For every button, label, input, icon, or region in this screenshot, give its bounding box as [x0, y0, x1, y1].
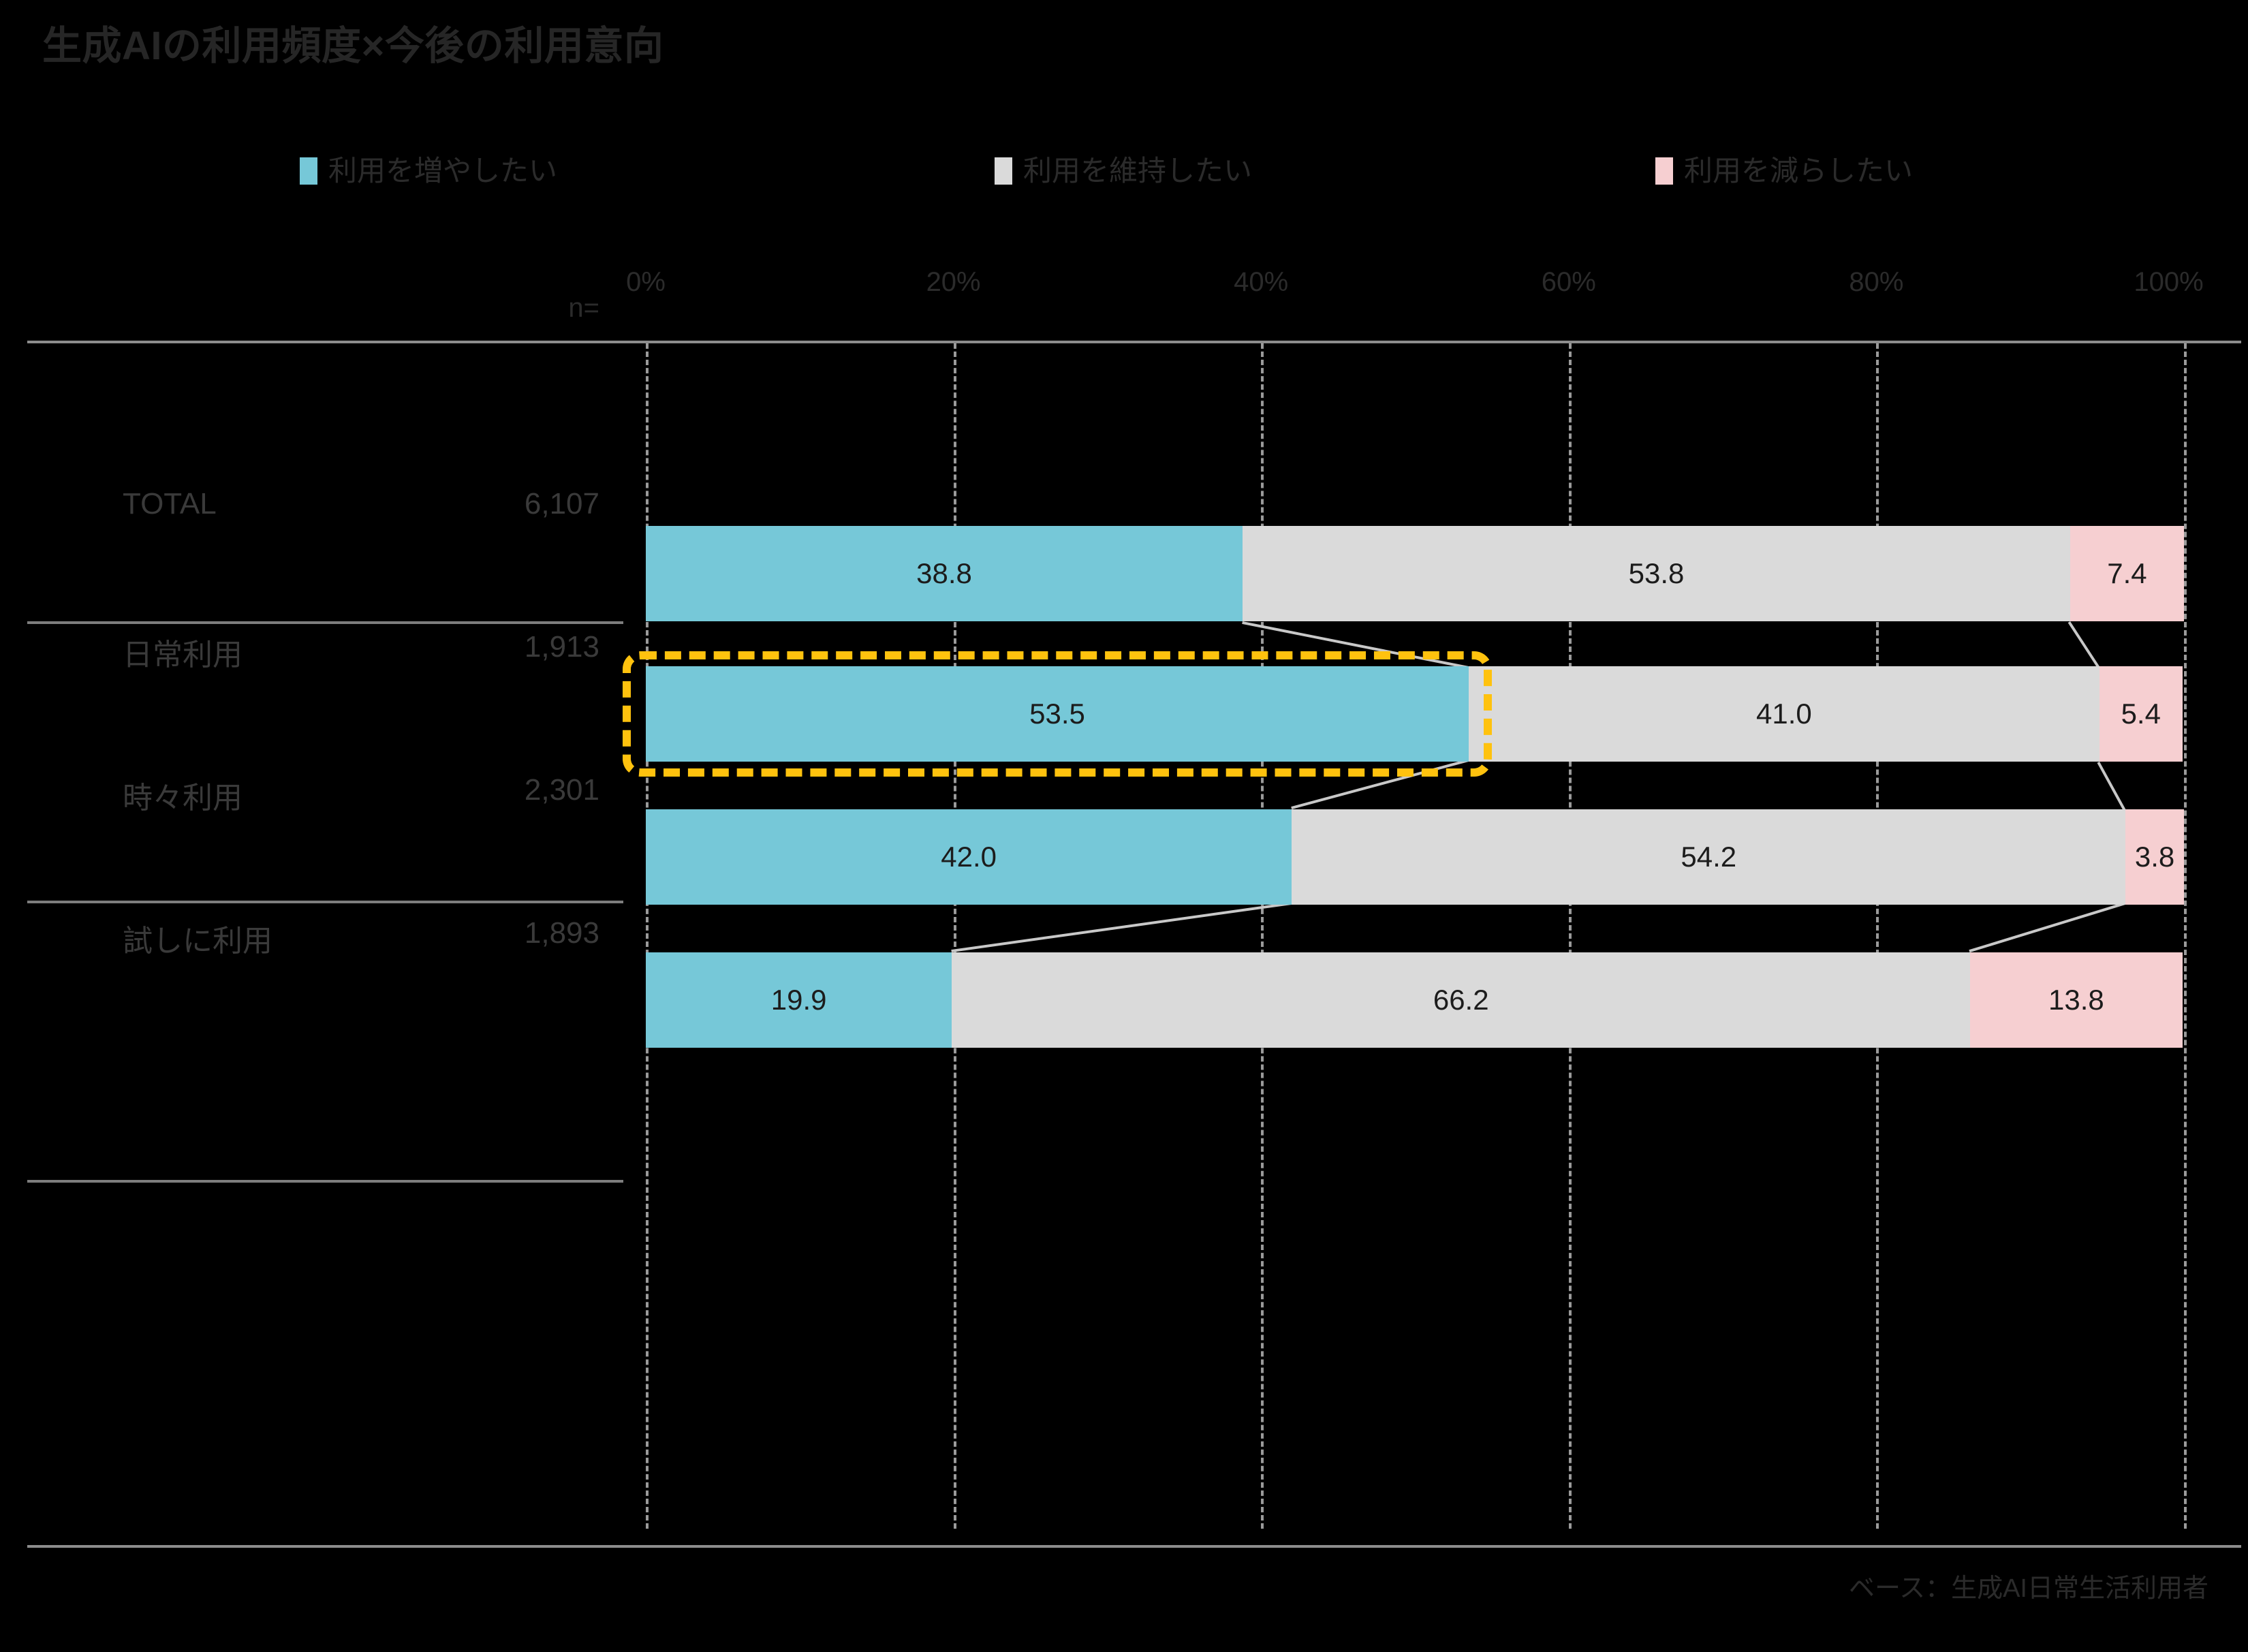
- legend-swatch-icon: [995, 157, 1012, 185]
- chart-title: 生成AIの利用頻度×今後の利用意向: [42, 24, 664, 68]
- gridline: [953, 343, 956, 1529]
- row-separator: [27, 621, 623, 624]
- row-label: 日常利用: [123, 638, 243, 672]
- footer-divider: [27, 1545, 2241, 1548]
- legend-item-3[interactable]: 利用を減らしたい: [1655, 157, 1913, 185]
- row-separator: [27, 901, 623, 903]
- gridline: [1261, 343, 1264, 1529]
- bar-segment[interactable]: 19.9: [646, 952, 952, 1048]
- row-sample-size: 1,913: [524, 630, 599, 664]
- bar-segment[interactable]: 53.5: [646, 666, 1469, 762]
- segment-connector-line: [951, 902, 1292, 952]
- legend-swatch-icon: [300, 157, 317, 185]
- row-label: 時々利用: [123, 781, 243, 815]
- x-axis-tick-20pct: 20%: [926, 267, 981, 297]
- x-axis-tick-100pct: 100%: [2134, 267, 2204, 297]
- bar-segment[interactable]: 66.2: [952, 952, 1971, 1048]
- gridline: [1876, 343, 1879, 1529]
- legend-swatch-icon: [1655, 157, 1673, 185]
- source-note: ベース：生成AI日常生活利用者: [1848, 1574, 2208, 1603]
- n-column-header: n=: [568, 293, 599, 323]
- gridline: [1568, 343, 1572, 1529]
- row-sample-size: 6,107: [524, 487, 599, 520]
- x-axis-tick-60pct: 60%: [1541, 267, 1596, 297]
- row-label: TOTAL: [123, 487, 217, 520]
- bar-segment[interactable]: 54.2: [1292, 809, 2126, 905]
- row-label: 試しに利用: [123, 924, 272, 958]
- segment-connector-line: [2097, 762, 2126, 811]
- x-axis-tick-40pct: 40%: [1234, 267, 1289, 297]
- row-separator: [27, 1180, 623, 1183]
- legend-label: 利用を増やしたい: [328, 155, 558, 187]
- row-sample-size: 2,301: [524, 773, 599, 807]
- bar-segment[interactable]: 38.8: [646, 526, 1243, 621]
- legend-label: 利用を維持したい: [1023, 155, 1253, 187]
- gridline: [2184, 343, 2187, 1529]
- gridline: [646, 343, 649, 1529]
- bar-segment[interactable]: 13.8: [1970, 952, 2183, 1048]
- legend-label: 利用を減らしたい: [1684, 155, 1914, 187]
- legend-item-1[interactable]: 利用を増やしたい: [300, 157, 557, 185]
- bar-segment[interactable]: 3.8: [2125, 809, 2184, 905]
- chart-legend: 利用を増やしたい 利用を維持したい 利用を減らしたい: [300, 157, 1989, 198]
- header-divider: [27, 341, 2241, 343]
- bar-segment[interactable]: 5.4: [2099, 666, 2183, 762]
- x-axis-tick-80pct: 80%: [1849, 267, 1904, 297]
- segment-connector-line: [2067, 621, 2099, 668]
- bar-segment[interactable]: 42.0: [646, 809, 1292, 905]
- x-axis-tick-0pct: 0%: [626, 267, 666, 297]
- row-sample-size: 1,893: [524, 916, 599, 950]
- segment-connector-line: [1969, 902, 2126, 952]
- bar-segment[interactable]: 41.0: [1469, 666, 2099, 762]
- bar-segment[interactable]: 7.4: [2070, 526, 2184, 621]
- segment-connector-line: [1242, 621, 1469, 669]
- legend-item-2[interactable]: 利用を維持したい: [995, 157, 1252, 185]
- bar-segment[interactable]: 53.8: [1243, 526, 2070, 621]
- segment-connector-line: [1291, 759, 1469, 809]
